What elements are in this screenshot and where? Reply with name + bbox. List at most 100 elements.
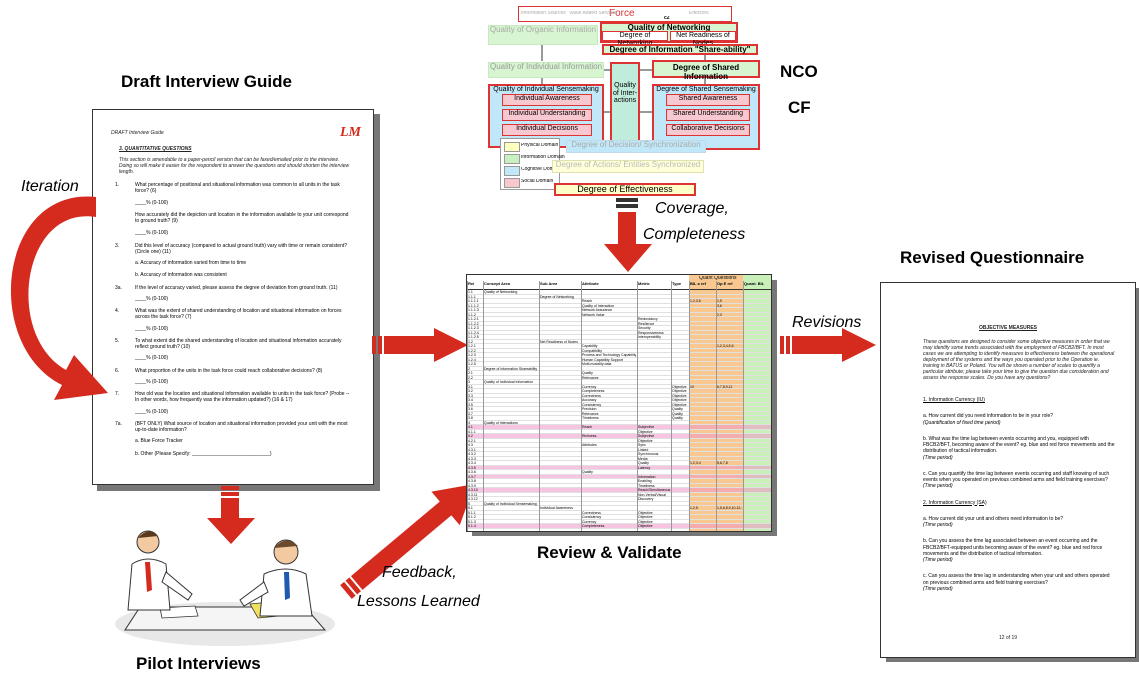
spreadsheet-cell: 4.3.12	[468, 497, 478, 501]
revised-question: c. Can you assess the time lag in unders…	[923, 573, 1110, 586]
draft-question-item: 7.How old was the location and situation…	[115, 391, 351, 404]
collaborative-decisions-box: Collaborative Decisions	[666, 124, 750, 136]
draft-doc-header: DRAFT Interview Guide	[111, 130, 164, 136]
spreadsheet-cell: 3.3	[468, 393, 473, 398]
draft-question-item: ____% (0-100)	[115, 200, 351, 206]
spreadsheet-column-divider	[637, 281, 638, 531]
legend-swatch-information	[504, 154, 520, 164]
revised-question: a. How current did you need information …	[923, 413, 1054, 420]
spreadsheet-cell: Quality of Individual Sensemaking	[484, 501, 537, 506]
spreadsheet-cell: Objective	[638, 519, 653, 524]
spreadsheet-cell: Media	[638, 456, 648, 461]
spreadsheet-cell: Linked	[638, 447, 649, 452]
spreadsheet-cell: Relevance	[582, 375, 599, 380]
decision-sync-box: Degree of Decision/ Synchronization	[566, 140, 706, 153]
spreadsheet-cell: 1.1	[468, 290, 473, 294]
pilot-interviews-illustration	[115, 530, 335, 646]
spreadsheet-cell: Quality of Interaction	[582, 303, 615, 308]
spreadsheet-cell: Capability	[582, 344, 598, 348]
net-readiness-box: Net Readiness of Nodes	[670, 31, 736, 47]
revised-question: b. Can you assess the time lag associate…	[923, 538, 1103, 557]
spreadsheet-cell: Correctness	[582, 393, 601, 398]
spreadsheet-cell: Enabling	[638, 479, 652, 483]
spreadsheet-cell: Quality of Individual Information	[484, 380, 534, 384]
spreadsheet-cell: Subjective	[638, 425, 655, 429]
coverage-label: Coverage,	[655, 200, 729, 217]
effectiveness-box: Degree of Effectiveness	[554, 183, 696, 196]
draft-question-item: ____% (0-100)	[115, 409, 351, 415]
spreadsheet-cell: 1.1.1	[468, 294, 476, 299]
spreadsheet-cell: 1,5	[717, 299, 722, 303]
revised-questionnaire-document[interactable]: OBJECTIVE MEASURES These questions are d…	[880, 282, 1136, 658]
spreadsheet-cell: 3.2	[468, 389, 473, 393]
spreadsheet-cell: 4.3.4	[468, 461, 476, 465]
spreadsheet-cell: Attributes	[582, 443, 597, 447]
spreadsheet-cell: Responsiveness	[638, 330, 664, 335]
spreadsheet-cell: Objective	[672, 393, 687, 398]
spreadsheet-column-divider	[689, 281, 690, 531]
spreadsheet-cell: Quality	[638, 461, 649, 465]
spreadsheet-cell: 5	[468, 501, 470, 506]
spreadsheet-cell: 1.1.2.2	[468, 321, 479, 326]
quality-organic-box: Quality of Organic Information	[488, 25, 598, 45]
spreadsheet-cell: 4.3.9	[468, 483, 476, 488]
domain-legend: Physical Domain Information Domain Cogni…	[500, 138, 565, 190]
draft-question-item: ____% (0-100)	[115, 230, 351, 236]
spreadsheet-cell: 2	[468, 366, 470, 371]
legend-social: Social Domain	[521, 179, 554, 184]
draft-question-number: 4.	[115, 308, 120, 314]
spreadsheet-column-divider	[483, 281, 484, 531]
draft-question-text: Did this level of accuracy (compared to …	[135, 242, 348, 255]
spreadsheet-cell: 2,3	[717, 312, 722, 317]
draft-question-number: 1.	[115, 182, 120, 188]
spreadsheet-cell: Reach/Simultaneous	[638, 488, 670, 492]
spreadsheet-column-divider	[743, 281, 744, 531]
quant-questions-header: Quant Questions	[699, 276, 737, 281]
draft-question-list: 1.What percentage of positional and situ…	[115, 182, 351, 463]
draft-interview-document[interactable]: DRAFT Interview Guide LM 3. QUANTITATIVE…	[92, 109, 374, 485]
c2-label: c2	[664, 16, 670, 21]
spreadsheet-cell: Quality	[672, 407, 683, 411]
actions-sync-box: Degree of Actions/ Entities Synchronized	[552, 160, 704, 173]
spreadsheet-cell: 1,5,6,8,9,10,12,13	[717, 506, 742, 510]
effectors-label: Effectors	[689, 11, 709, 16]
spreadsheet-cell: 1.2.2	[468, 348, 476, 353]
spreadsheet-cell: 1.2	[468, 339, 473, 344]
spreadsheet-cell: 3.1	[468, 384, 473, 389]
spreadsheet-cell: 4.3.6	[468, 470, 476, 474]
spreadsheet-cell: Objective	[672, 398, 687, 402]
revised-section-heading: 1. Information Currency (IU)	[923, 397, 985, 403]
shared-understanding-box: Shared Understanding	[666, 109, 750, 121]
spreadsheet-cell: Quality of Interactions	[484, 420, 518, 425]
revised-intro: These questions are designed to consider…	[923, 339, 1115, 381]
revised-answer-hint: (Time period)	[923, 585, 953, 592]
draft-question-text: ____% (0-100)	[135, 199, 169, 206]
spreadsheet-cell: Synchronous	[638, 452, 659, 456]
draft-question-item: 3.Did this level of accuracy (compared t…	[115, 243, 351, 256]
spreadsheet-cell: Quality of Networking	[484, 290, 518, 294]
spreadsheet-cell: Information	[638, 474, 656, 479]
draft-question-item: b. Accuracy of information was consisten…	[115, 272, 351, 278]
spreadsheet-column-divider	[539, 281, 540, 531]
spreadsheet-cell: Richness	[582, 434, 597, 438]
draft-question-text: What proportion of the units in the task…	[135, 367, 323, 374]
